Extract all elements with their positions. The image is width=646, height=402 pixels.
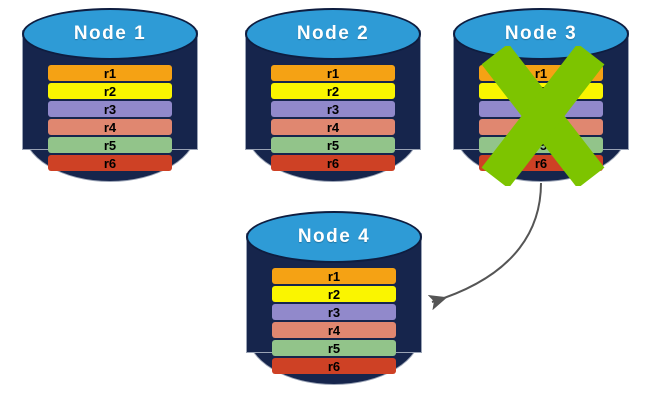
node-1-cylinder-top: Node 1 — [22, 8, 198, 60]
row-label: r6 — [103, 155, 117, 171]
node-3-cylinder-top: Node 3 — [453, 8, 629, 60]
row-label: r6 — [534, 155, 548, 171]
row-label: r4 — [327, 322, 341, 338]
node-4-row-r1[interactable]: r1 — [272, 268, 396, 284]
node-4-row-r6[interactable]: r6 — [272, 358, 396, 374]
node-2-row-r5[interactable]: r5 — [271, 137, 395, 153]
node-4[interactable]: Node 4 r1 r2 r3 r4 r5 r6 — [246, 211, 422, 385]
node-3-label: Node 3 — [504, 23, 578, 44]
node-2-cylinder-top: Node 2 — [245, 8, 421, 60]
row-label: r5 — [327, 340, 341, 356]
node-4-row-r2[interactable]: r2 — [272, 286, 396, 302]
node-3-row-r2[interactable]: r2 — [479, 83, 603, 99]
node-3[interactable]: Node 3 r1 r2 r3 r4 r5 r6 — [453, 8, 629, 186]
node-3-row-r1[interactable]: r1 — [479, 65, 603, 81]
node-4-label: Node 4 — [297, 226, 371, 247]
row-label: r5 — [326, 137, 340, 153]
node-2-rows: r1 r2 r3 r4 r5 r6 — [271, 65, 395, 171]
row-label: r6 — [327, 358, 341, 374]
row-label: r3 — [103, 101, 117, 117]
row-label: r4 — [534, 119, 548, 135]
node-4-cylinder-top: Node 4 — [246, 211, 422, 263]
node-2-row-r6[interactable]: r6 — [271, 155, 395, 171]
node-3-row-r6[interactable]: r6 — [479, 155, 603, 171]
node-1-row-r6[interactable]: r6 — [48, 155, 172, 171]
row-label: r2 — [326, 83, 340, 99]
row-label: r4 — [103, 119, 117, 135]
node-3-rows: r1 r2 r3 r4 r5 r6 — [479, 65, 603, 171]
row-label: r2 — [534, 83, 548, 99]
node-3-row-r4[interactable]: r4 — [479, 119, 603, 135]
node-1-rows: r1 r2 r3 r4 r5 r6 — [48, 65, 172, 171]
row-label: r5 — [103, 137, 117, 153]
recovery-arrow-path — [427, 182, 542, 311]
node-4-row-r5[interactable]: r5 — [272, 340, 396, 356]
node-4-row-r4[interactable]: r4 — [272, 322, 396, 338]
node-2-row-r1[interactable]: r1 — [271, 65, 395, 81]
row-label: r3 — [327, 304, 341, 320]
row-label: r3 — [326, 101, 340, 117]
node-1-row-r2[interactable]: r2 — [48, 83, 172, 99]
node-2-label: Node 2 — [296, 23, 370, 44]
row-label: r2 — [103, 83, 117, 99]
node-1-row-r4[interactable]: r4 — [48, 119, 172, 135]
node-1-row-r1[interactable]: r1 — [48, 65, 172, 81]
row-label: r1 — [534, 65, 548, 81]
node-1-row-r5[interactable]: r5 — [48, 137, 172, 153]
node-1[interactable]: Node 1 r1 r2 r3 r4 r5 r6 — [22, 8, 198, 182]
node-2-row-r4[interactable]: r4 — [271, 119, 395, 135]
node-1-label: Node 1 — [73, 23, 147, 44]
row-label: r4 — [326, 119, 340, 135]
node-2-row-r3[interactable]: r3 — [271, 101, 395, 117]
row-label: r2 — [327, 286, 341, 302]
node-1-row-r3[interactable]: r3 — [48, 101, 172, 117]
row-label: r1 — [103, 65, 117, 81]
node-2-row-r2[interactable]: r2 — [271, 83, 395, 99]
row-label: r1 — [327, 268, 341, 284]
row-label: r5 — [534, 137, 548, 153]
row-label: r3 — [534, 101, 548, 117]
node-4-row-r3[interactable]: r3 — [272, 304, 396, 320]
node-4-rows: r1 r2 r3 r4 r5 r6 — [272, 268, 396, 374]
row-label: r6 — [326, 155, 340, 171]
node-3-row-r5[interactable]: r5 — [479, 137, 603, 153]
node-3-row-r3[interactable]: r3 — [479, 101, 603, 117]
node-2[interactable]: Node 2 r1 r2 r3 r4 r5 r6 — [245, 8, 421, 182]
row-label: r1 — [326, 65, 340, 81]
